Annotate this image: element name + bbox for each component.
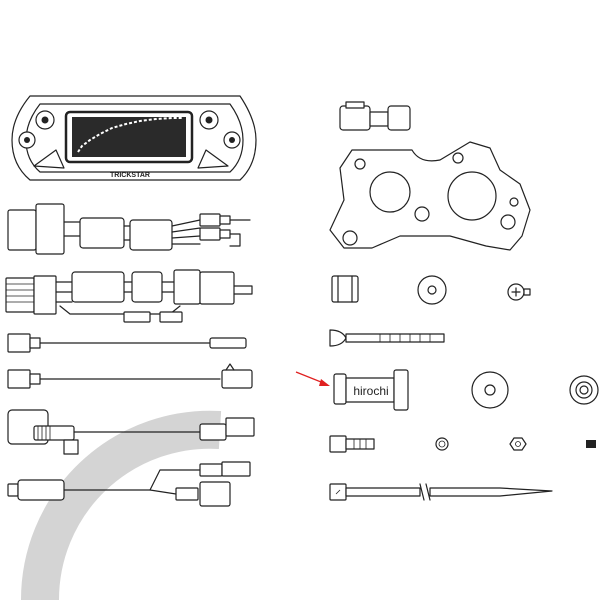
long-bolt	[329, 329, 445, 347]
main-harness	[7, 203, 251, 255]
spring-washer	[435, 437, 449, 451]
watermark-label: hirochi	[353, 384, 388, 398]
watermark-logo-icon	[20, 410, 222, 600]
speed-sensor	[7, 409, 255, 455]
inline-connector	[339, 101, 411, 131]
gauge-meter-icon: TRICKSTAR	[11, 95, 257, 181]
hex-bolt	[329, 435, 375, 453]
washer	[417, 275, 447, 305]
large-washer	[471, 371, 509, 409]
power-wire	[7, 461, 251, 507]
ground-wire	[7, 363, 253, 389]
rubber-bushing: hirochi	[333, 369, 409, 411]
flange-nut	[569, 375, 599, 405]
rubber-spacer	[331, 275, 359, 303]
sensor-wire	[7, 333, 247, 353]
cable-tie	[329, 483, 553, 501]
screw	[507, 283, 531, 301]
mounting-bracket	[329, 141, 531, 251]
hex-nut	[509, 437, 527, 451]
brand-label: TRICKSTAR	[110, 172, 150, 179]
set-screw	[586, 440, 596, 448]
arrow-icon	[295, 371, 330, 386]
sub-harness	[5, 269, 253, 323]
